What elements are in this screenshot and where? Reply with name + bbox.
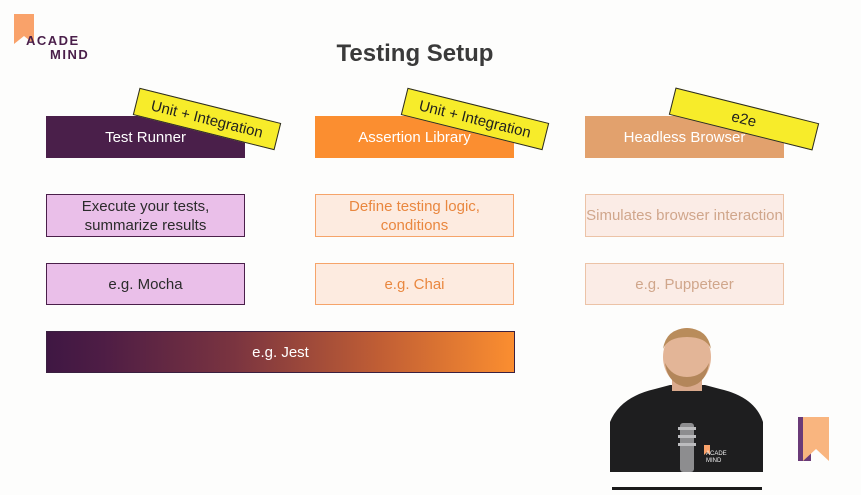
assertion-library-example: e.g. Chai — [315, 263, 514, 305]
headless-browser-example: e.g. Puppeteer — [585, 263, 784, 305]
test-runner-description: Execute your tests, summarize results — [46, 194, 245, 237]
webcam-bottom-bar — [612, 487, 762, 490]
slide-title: Testing Setup — [336, 40, 494, 67]
logo-line2: MIND — [50, 47, 90, 62]
assertion-library-description: Define testing logic, conditions — [315, 194, 514, 237]
logo-line1: ACADE — [26, 33, 80, 48]
presenter-webcam: ACADE MIND — [610, 327, 763, 472]
bookmark-icon — [797, 417, 830, 461]
presenter-image — [610, 328, 763, 472]
test-runner-header: Test Runner — [46, 116, 245, 158]
academind-logo: ACADE MIND — [12, 12, 102, 64]
bookmark-logo-icon — [14, 14, 34, 44]
test-runner-example: e.g. Mocha — [46, 263, 245, 305]
headless-browser-description: Simulates browser interaction — [585, 194, 784, 237]
jest-combined-bar: e.g. Jest — [46, 331, 515, 373]
shirt-logo-text: ACADE MIND — [706, 451, 727, 464]
